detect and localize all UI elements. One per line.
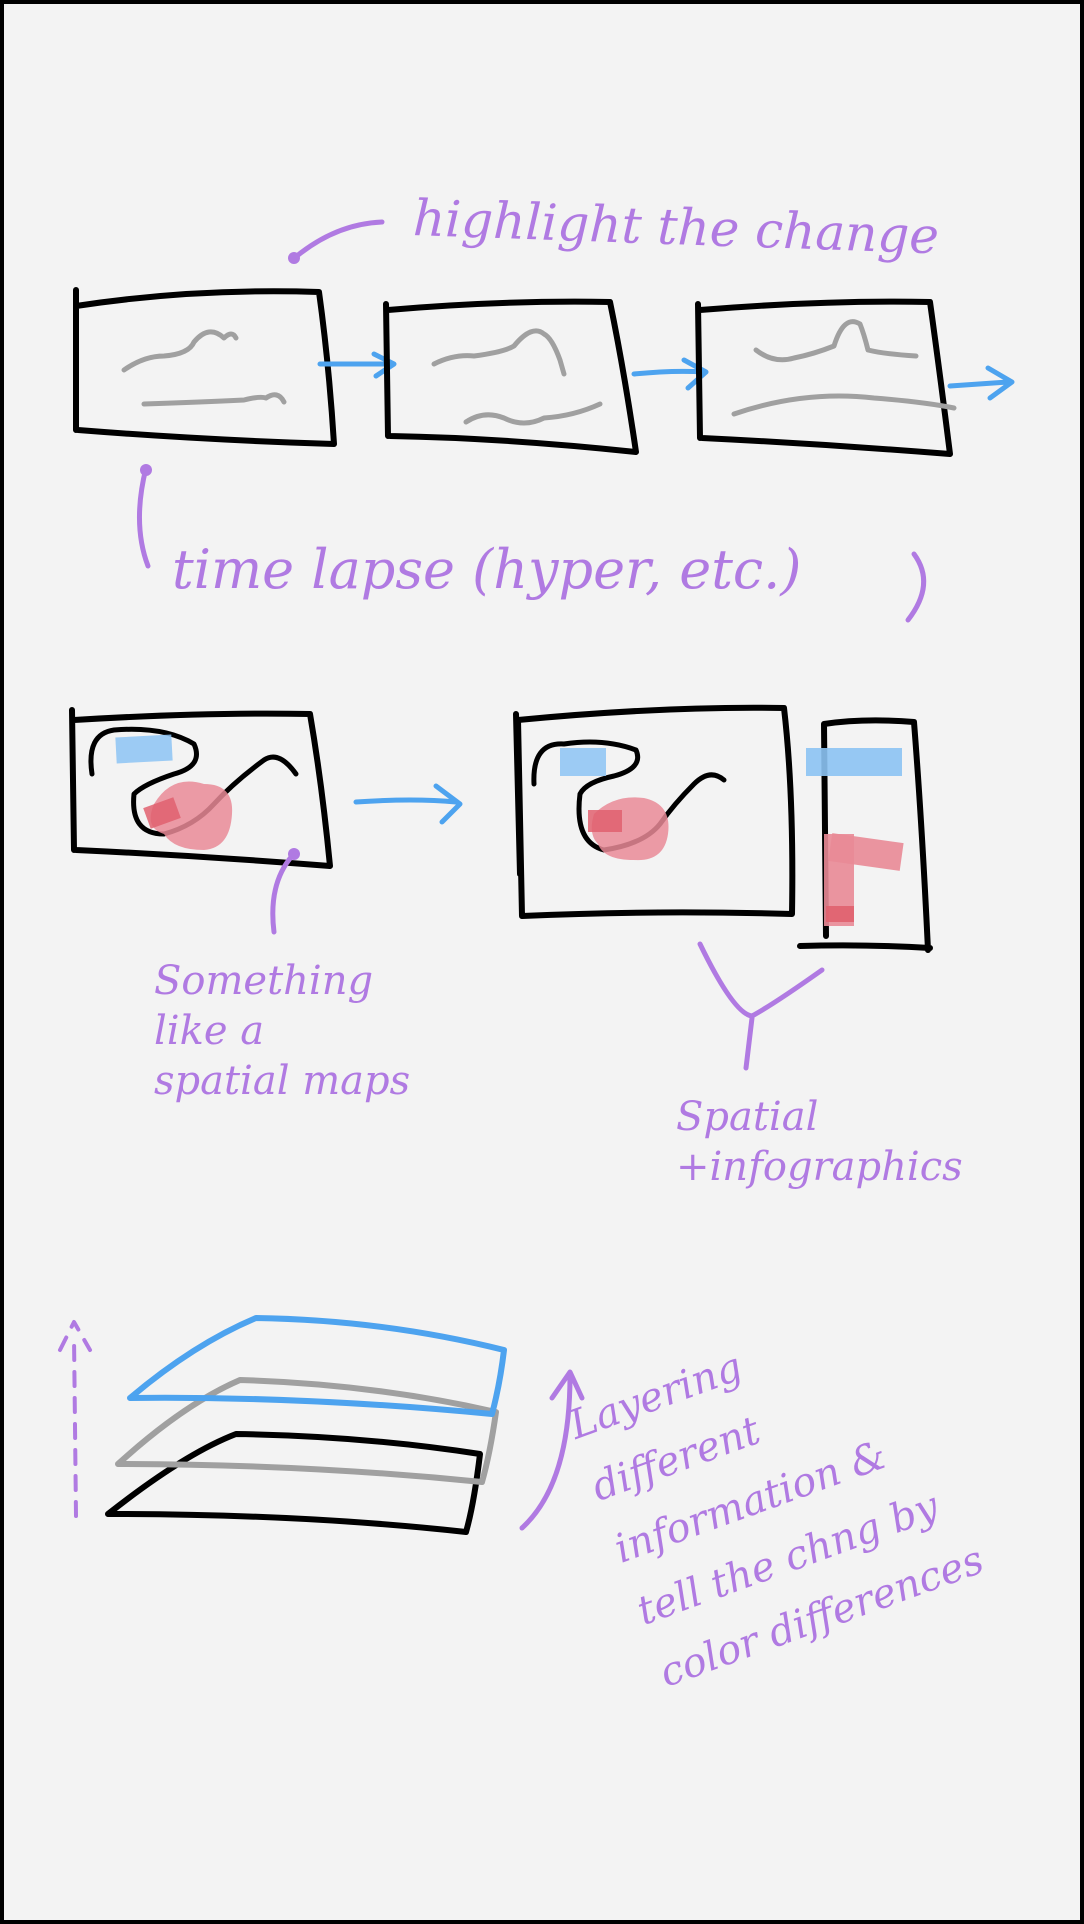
map-frame-large (513, 704, 796, 919)
layer-gray (115, 1377, 499, 1485)
arrow-2 (631, 357, 709, 391)
infographic-blue-bar (806, 748, 902, 776)
layer-black (105, 1431, 483, 1535)
map-arrow (353, 783, 463, 825)
frame-1-line-bottom (141, 392, 287, 407)
spatial-maps-pointer-dot (288, 848, 300, 860)
layer-blue (127, 1315, 507, 1417)
highlight-pointer (289, 219, 385, 263)
sketch-canvas (58, 219, 1015, 1535)
timelapse-note: time lapse (hyper, etc.) (172, 538, 802, 601)
frame-1-line-top (121, 329, 239, 373)
frame-2-line-bottom (463, 401, 603, 426)
blue-highlight-large (560, 748, 606, 776)
map-outline-large (531, 739, 727, 853)
infographic-red-accent (826, 906, 854, 922)
frame-2 (383, 298, 639, 455)
timelapse-sequence (73, 219, 1015, 623)
frame-3-line-bottom (731, 393, 957, 417)
curved-up-arrow (519, 1369, 585, 1531)
layering-section (58, 1315, 585, 1535)
arrow-1 (317, 351, 397, 379)
spatial-maps-note: Something like a spatial maps (154, 958, 411, 1104)
up-arrow-dashed (58, 1320, 92, 1518)
map-outline-small (88, 726, 299, 837)
infographics-brace (697, 941, 825, 1071)
spatial-maps-pointer (270, 853, 295, 935)
spatial-infographics-note: Spatial +infographics (676, 1094, 963, 1190)
frame-3-line-top (753, 319, 919, 363)
frame-2-line-top (431, 328, 567, 377)
highlight-pointer-dot (288, 252, 300, 264)
timelapse-pointer-dot (140, 464, 152, 476)
infographic-red-bar-horizontal (828, 833, 904, 871)
arrow-3 (947, 365, 1015, 401)
frame-1 (73, 287, 337, 447)
timelapse-close-paren (905, 551, 927, 623)
spatial-maps-section (69, 704, 933, 1071)
red-highlight-small (143, 797, 181, 829)
blue-highlight-small (115, 734, 173, 764)
frame-3 (695, 298, 953, 457)
map-frame-small (69, 707, 333, 869)
red-highlight-large (588, 810, 622, 832)
timelapse-pointer (136, 465, 151, 569)
